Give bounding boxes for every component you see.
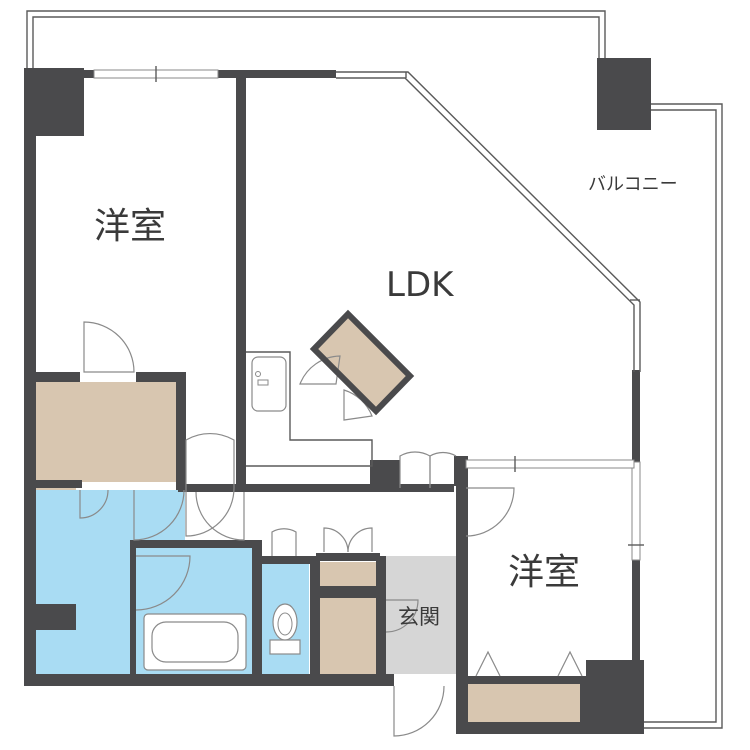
room-label-western-2: 洋室 — [508, 552, 580, 593]
bathtub — [143, 613, 247, 671]
room-label-entrance: 玄関 — [398, 605, 440, 629]
top-windows — [93, 66, 219, 82]
closet-south — [468, 684, 586, 724]
room-label-ldk: LDK — [386, 265, 455, 305]
closet-west — [36, 382, 177, 482]
shoe-storage-lower — [320, 598, 376, 674]
kitchen — [246, 309, 415, 467]
entrance-floor — [386, 556, 456, 674]
sliding-partition — [465, 456, 635, 472]
walls — [24, 58, 651, 734]
balcony-outline — [26, 10, 723, 729]
toilet — [269, 603, 301, 655]
kitchen-counter — [314, 314, 410, 411]
room-label-balcony: バルコニー — [588, 174, 678, 195]
doors — [79, 321, 583, 737]
room-label-western-1: 洋室 — [94, 206, 166, 247]
ldk-diagonal-window — [336, 71, 641, 372]
right-windows — [628, 461, 644, 561]
shoe-storage-upper — [320, 562, 376, 587]
